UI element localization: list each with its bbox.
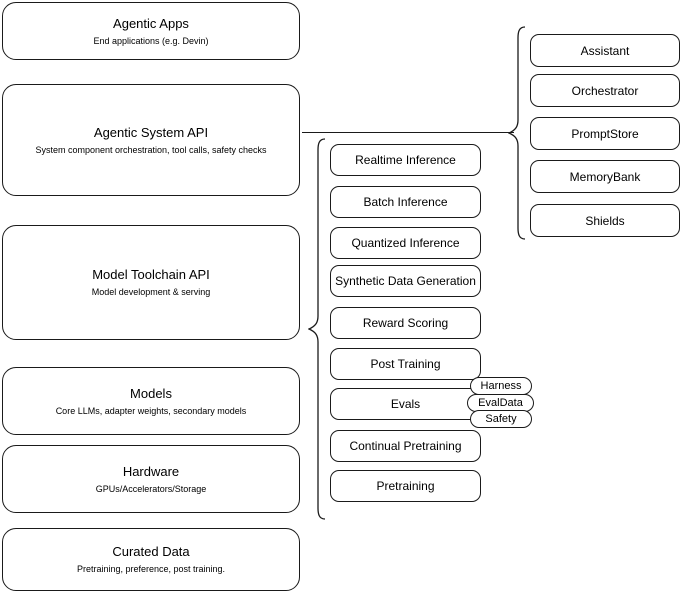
component-assistant[interactable]: Assistant [530,34,680,67]
component-label: PromptStore [571,126,639,141]
component-label: Assistant [580,43,630,58]
component-label: Orchestrator [571,83,639,98]
capability-label: Evals [390,397,421,411]
eval-pill-harness[interactable]: Harness [470,377,532,395]
component-label: Shields [585,213,625,228]
connector-line-agentic-system-api [302,132,514,134]
layer-subtitle: Pretraining, preference, post training. [76,564,226,574]
capability-synthetic-data-generation[interactable]: Synthetic Data Generation [330,265,481,297]
capability-pretraining[interactable]: Pretraining [330,470,481,502]
capability-reward-scoring[interactable]: Reward Scoring [330,307,481,339]
layer-title: Agentic Apps [113,15,189,31]
capability-label: Realtime Inference [355,153,456,167]
capability-evals[interactable]: Evals [330,388,481,420]
layer-title: Model Toolchain API [92,267,210,282]
capability-batch-inference[interactable]: Batch Inference [330,186,481,218]
capability-label: Reward Scoring [362,316,449,330]
layer-title: Curated Data [112,544,190,559]
layer-subtitle: Core LLMs, adapter weights, secondary mo… [55,405,247,416]
capability-continual-pretraining[interactable]: Continual Pretraining [330,430,481,462]
capability-quantized-inference[interactable]: Quantized Inference [330,227,481,259]
capability-label: Batch Inference [363,195,448,209]
component-label: MemoryBank [569,169,641,184]
capability-label: Quantized Inference [351,236,460,250]
capability-label: Post Training [370,357,441,371]
eval-pill-safety[interactable]: Safety [470,410,532,428]
brace-agentic-system [508,26,526,240]
layer-title: Hardware [122,463,180,479]
component-memorybank[interactable]: MemoryBank [530,160,680,193]
layer-curated-data[interactable]: Curated Data Pretraining, preference, po… [2,528,300,591]
capability-label: Synthetic Data Generation [335,274,476,288]
component-orchestrator[interactable]: Orchestrator [530,74,680,107]
capability-realtime-inference[interactable]: Realtime Inference [330,144,481,176]
capability-label: Pretraining [376,479,435,493]
layer-agentic-apps[interactable]: Agentic Apps End applications (e.g. Devi… [2,2,300,60]
brace-model-toolchain [308,138,326,520]
eval-pill-label: Safety [485,413,517,425]
layer-model-toolchain-api[interactable]: Model Toolchain API Model development & … [2,225,300,340]
component-promptstore[interactable]: PromptStore [530,117,680,150]
layer-models[interactable]: Models Core LLMs, adapter weights, secon… [2,367,300,435]
component-shields[interactable]: Shields [530,204,680,237]
layer-title: Agentic System API [93,124,209,140]
eval-pill-label: EvalData [478,397,523,409]
capability-post-training[interactable]: Post Training [330,348,481,380]
layer-subtitle: GPUs/Accelerators/Storage [95,483,207,494]
layer-subtitle: Model development & serving [91,287,211,297]
layer-agentic-system-api[interactable]: Agentic System API System component orch… [2,84,300,196]
layer-subtitle: System component orchestration, tool cal… [35,144,267,155]
layer-subtitle: End applications (e.g. Devin) [93,35,209,46]
eval-pill-label: Harness [480,380,522,392]
layer-hardware[interactable]: Hardware GPUs/Accelerators/Storage [2,445,300,513]
capability-label: Continual Pretraining [349,439,462,453]
layer-title: Models [130,385,172,401]
